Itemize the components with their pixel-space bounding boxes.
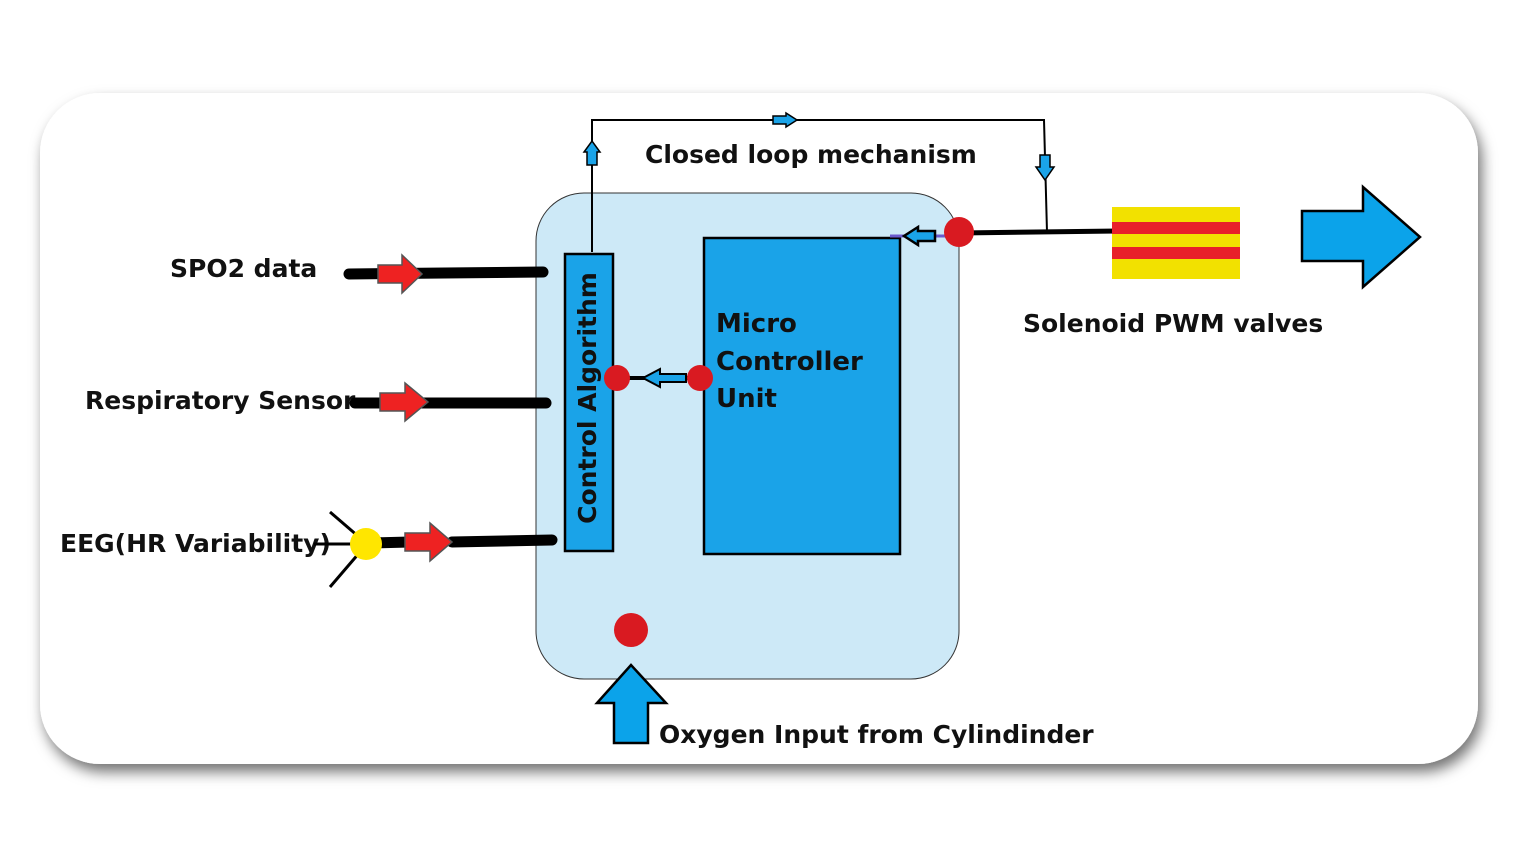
eeg-input-line-b: [446, 534, 558, 548]
mcu-to-control-arrow-icon: [640, 367, 687, 389]
mcu-block: [702, 236, 902, 556]
eeg-label: EEG(HR Variability): [60, 529, 331, 558]
junction-output-node: [944, 217, 974, 247]
output-arrow-left-icon: [901, 224, 937, 248]
mcu-label-line2: Controller: [716, 347, 863, 377]
output-big-arrow-icon: [1300, 184, 1422, 290]
junction-mcu-node: [687, 365, 713, 391]
spo2-arrow-icon: [377, 253, 424, 295]
junction-control-node: [604, 365, 630, 391]
oxygen-input-label: Oxygen Input from Cylindinder: [659, 720, 1094, 749]
solenoid-valve: [1112, 207, 1240, 279]
control-algorithm-block: [563, 252, 615, 553]
mcu-label-line3: Unit: [716, 384, 777, 414]
valve-feed-line: [959, 228, 1119, 236]
spo2-label: SPO2 data: [170, 254, 317, 283]
loop-arrow-up-icon: [582, 139, 602, 166]
eeg-arrow-icon: [404, 521, 454, 563]
respiratory-arrow-icon: [379, 381, 430, 423]
closed-loop-label: Closed loop mechanism: [645, 140, 977, 169]
solenoid-label: Solenoid PWM valves: [1023, 309, 1323, 338]
oxygen-inlet-node: [614, 613, 648, 647]
respiratory-label: Respiratory Sensor: [85, 386, 356, 415]
mcu-label-line1: Micro: [716, 309, 797, 339]
loop-arrow-right-icon: [772, 111, 799, 129]
control-algorithm-label: Control Algorithm: [573, 272, 602, 524]
loop-arrow-down-icon: [1034, 154, 1056, 182]
eeg-junction-node: [350, 528, 382, 560]
oxygen-input-arrow-icon: [594, 663, 669, 745]
